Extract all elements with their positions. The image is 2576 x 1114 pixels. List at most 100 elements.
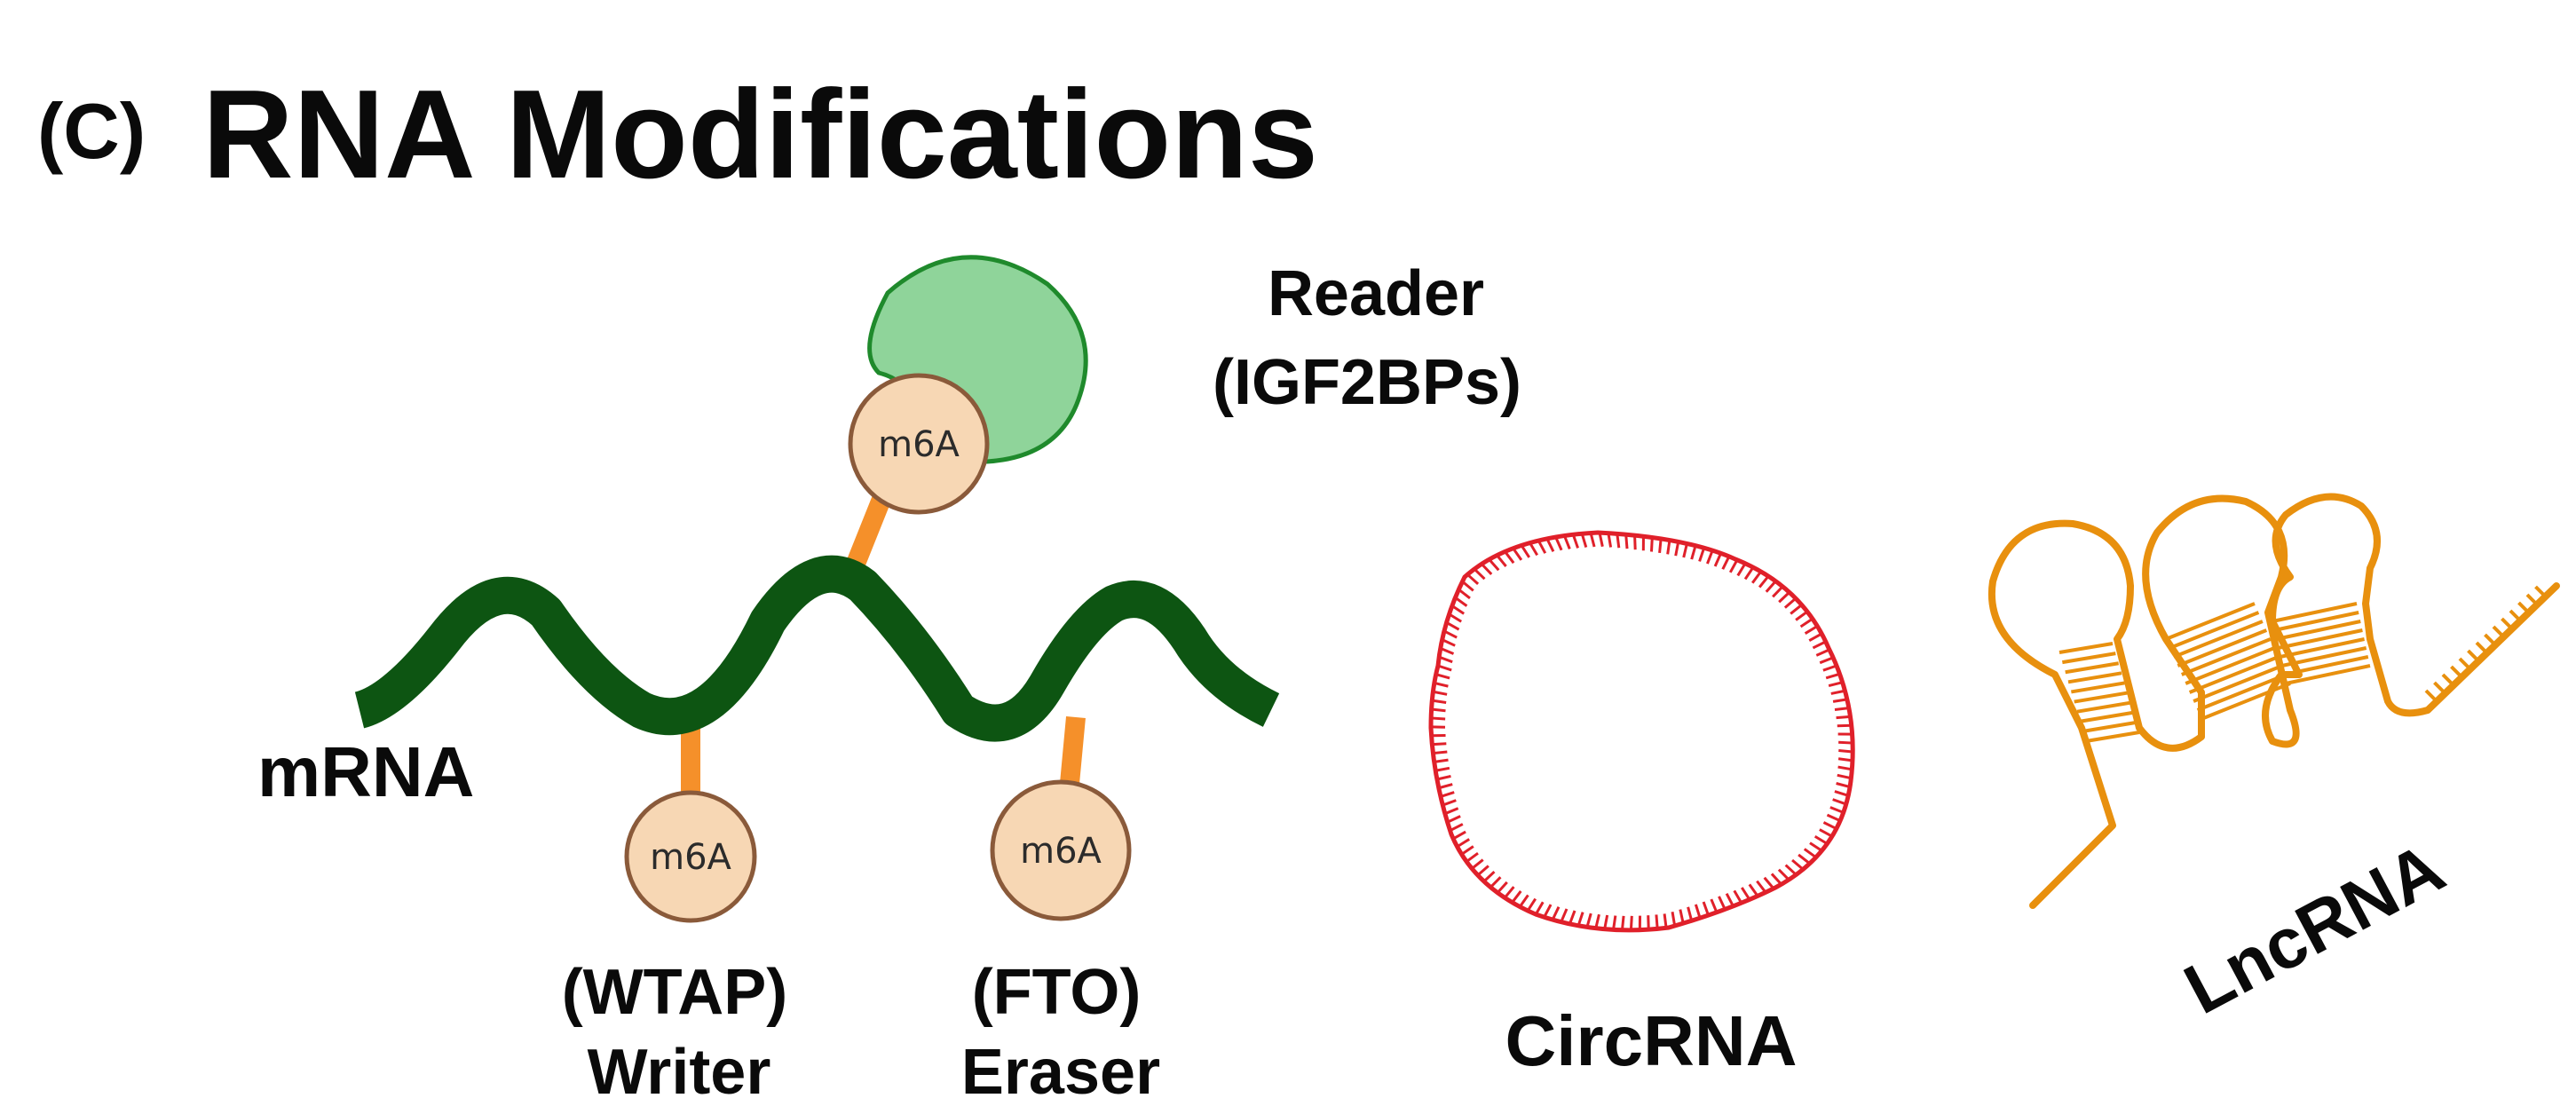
circrna-tick [1834,790,1849,797]
lncrna-base-pair [2074,691,2128,704]
circrna-tick [1571,533,1579,549]
circrna-tick [1496,554,1507,567]
circrna-tick [1537,540,1547,554]
circrna-tick [1702,901,1710,916]
circrna-tick [1434,758,1449,763]
circrna-tick [1834,707,1850,711]
lncrna-base-pair [2278,628,2363,650]
circrna-tick [1461,580,1474,592]
reader-protein-label: (IGF2BPs) [1213,347,1521,418]
circrna-tick [1713,552,1722,567]
circrna-tick [1444,807,1459,816]
lncrna-tail-base [2509,609,2523,623]
circrna-tick [1666,540,1671,555]
circrna-tick [1489,876,1502,889]
circrna-tick [1687,906,1694,921]
lncrna-tail-base [2484,633,2497,647]
circrna-ring [1428,530,1855,933]
circrna-tick [1633,535,1637,550]
lncrna-base-pair [2169,611,2260,650]
circrna-tick [1784,864,1798,876]
lncrna-base-pair [2196,673,2288,712]
lncrna-group: LncRNA [1987,493,2560,1029]
circrna-tick [1682,543,1688,558]
circrna-tick [1655,914,1659,929]
circrna-tick [1679,909,1685,924]
circrna-tick [1837,765,1853,771]
circrna-tick [1743,566,1755,581]
lncrna-tail-base [2501,617,2514,631]
circrna-tick [1436,774,1451,781]
circrna-tick [1736,562,1747,577]
lncrna-tail-base [2534,585,2548,599]
circrna-tick [1803,848,1817,859]
mrna-strand [353,555,1280,742]
m6a-label: m6A [650,837,731,878]
mrna-label: mRNA [257,732,474,811]
circrna-tick [1741,887,1751,901]
circrna-tick [1431,707,1446,713]
lncrna-base-pair [2177,628,2268,668]
circrna-tick [1612,915,1617,930]
lncrna-base-pair [2085,731,2140,743]
circrna-group: CircRNA [1428,530,1855,1080]
circrna-tick [1725,893,1734,907]
circrna-tick [1674,541,1680,557]
circrna-tick [1435,673,1450,680]
writer-role-label: Writer [588,1037,771,1108]
lncrna-base-pair [2181,637,2272,676]
circrna-ticks [1430,532,1853,930]
circrna-tick [1449,823,1464,833]
circrna-tick [1460,845,1474,856]
circrna-tick [1442,638,1456,647]
lncrna-stems [2058,585,2548,743]
circrna-tick [1710,898,1719,913]
circrna-tick [1837,723,1852,728]
circrna-tick [1438,655,1453,664]
circrna-tick [1560,908,1569,923]
circrna-tick [1838,740,1853,745]
circrna-tick [1832,698,1848,703]
circrna-tick [1791,858,1805,871]
circrna-tick [1481,563,1493,576]
circrna-tick [1594,913,1600,929]
circrna-tick [1466,851,1479,863]
circrna-tick [1466,573,1480,586]
circrna-tick [1836,782,1851,789]
lncrna-base-pair [2062,652,2116,665]
circrna-tick [1836,715,1851,720]
circrna-tick [1671,912,1677,927]
circrna-tick [1476,865,1489,877]
circrna-tick [1822,821,1837,830]
eraser-protein-label: (FTO) [972,957,1142,1028]
circrna-tick [1822,664,1837,672]
circrna-tick [1504,550,1515,565]
circrna-tick [1649,537,1654,552]
circrna-tick [1777,868,1790,881]
m6a-eraser-node: m6A [990,779,1132,921]
circrna-tick [1585,913,1592,928]
lncrna-base-pair [2281,646,2367,668]
circrna-tick [1451,604,1466,615]
circrna-tick [1520,544,1530,558]
circrna-tick [1568,910,1576,925]
m6a-circle [990,779,1132,921]
circrna-tick [1458,588,1471,600]
circrna-tick [1838,749,1853,754]
circrna-tick [1434,766,1450,772]
circrna-tick [1624,534,1629,549]
circrna-tick [1837,773,1852,780]
circrna-tick [1763,876,1775,889]
circrna-tick [1770,873,1782,886]
lncrna-tail-base [2475,641,2489,655]
circrna-tick [1837,757,1853,762]
circrna-tick [1616,533,1621,549]
circrna-tick [1790,604,1803,615]
lncrna-label: LncRNA [2172,827,2456,1029]
circrna-label: CircRNA [1505,1001,1798,1080]
lncrna-base-pair [2058,642,2114,654]
reader-role-label: Reader [1268,258,1484,329]
circrna-tick [1598,532,1604,548]
lncrna-base-pair [2193,664,2283,703]
circrna-tick [1733,889,1743,904]
